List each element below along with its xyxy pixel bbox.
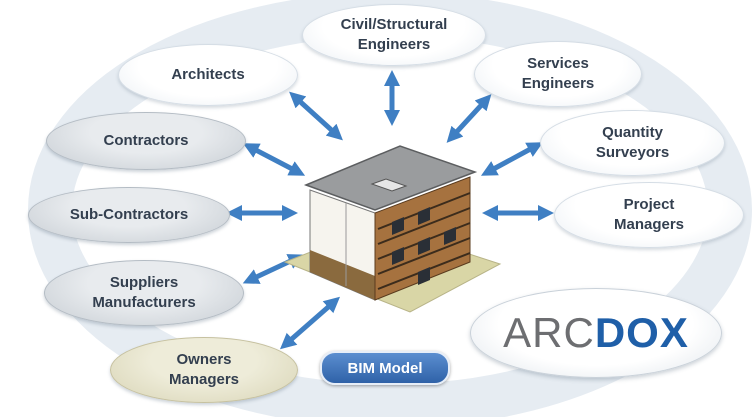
node-quantity-surveyors: Quantity Surveyors bbox=[540, 110, 725, 176]
node-sub-contractors: Sub-Contractors bbox=[28, 187, 230, 243]
arrow-quantity bbox=[480, 142, 544, 176]
node-suppliers-manufacturers: Suppliers Manufacturers bbox=[44, 260, 244, 326]
node-owners-managers: Owners Managers bbox=[110, 337, 298, 403]
node-civil-structural-engineers: Civil/Structural Engineers bbox=[302, 4, 486, 66]
building-roof-unit bbox=[370, 178, 408, 192]
node-contractors: Contractors bbox=[46, 112, 246, 170]
arrows bbox=[225, 69, 555, 350]
arrow-architects bbox=[289, 91, 343, 141]
node-services-engineers: Services Engineers bbox=[474, 41, 642, 107]
building-right-wall bbox=[374, 176, 471, 301]
building-roof bbox=[303, 145, 478, 211]
node-architects: Architects bbox=[118, 44, 298, 106]
logo-text-arc: ARC bbox=[503, 309, 595, 356]
node-project-managers: Project Managers bbox=[554, 182, 744, 248]
bim-model-badge: BIM Model bbox=[320, 351, 450, 385]
logo-text-dox: DOX bbox=[594, 309, 689, 356]
arrow-contractors bbox=[242, 143, 306, 176]
arrow-services bbox=[446, 94, 492, 143]
arrow-owners bbox=[279, 296, 341, 350]
building-windows bbox=[392, 207, 456, 285]
building-illustration bbox=[283, 145, 502, 313]
building-left-base bbox=[310, 250, 375, 300]
